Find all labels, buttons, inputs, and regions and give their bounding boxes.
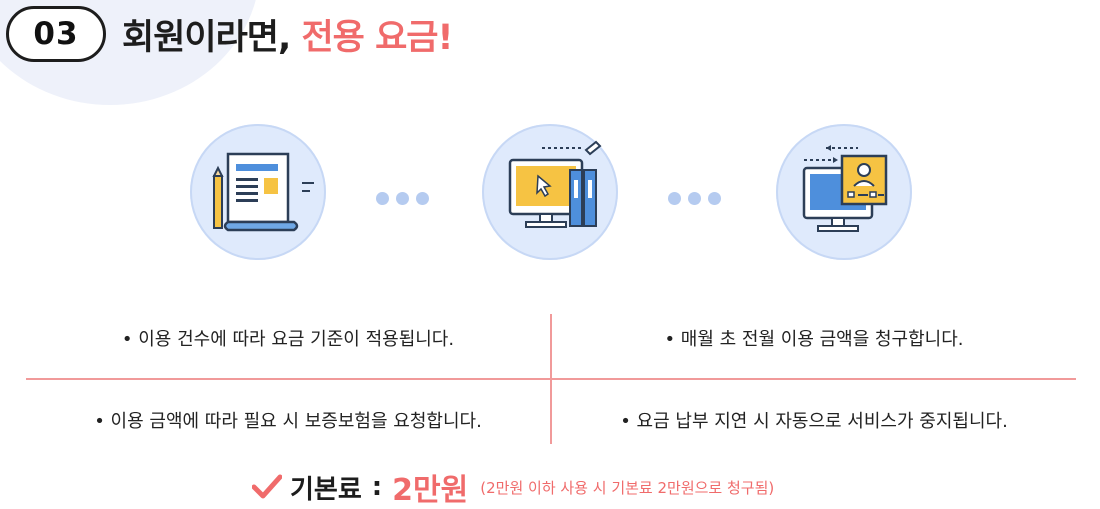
monitor-profile-icon <box>802 145 888 232</box>
step-connector-dots <box>376 192 429 205</box>
base-fee-colon: : <box>371 472 383 502</box>
terms-horizontal-divider <box>26 378 1076 380</box>
section-title: 회원이라면, 전용 요금! <box>122 9 453 60</box>
base-fee-row: 기본료 : 2만원 (2만원 이하 사용 시 기본료 2만원으로 청구됨) <box>252 470 775 508</box>
term-monthly-billing: • 매월 초 전월 이용 금액을 청구합니다. <box>664 329 964 350</box>
title-main: 회원이라면, <box>122 17 302 58</box>
title-accent: 전용 요금! <box>301 17 453 58</box>
base-fee-amount: 2만원 <box>392 473 469 508</box>
step-1-circle <box>190 124 326 260</box>
section-header: 03 회원이라면, 전용 요금! <box>6 4 453 64</box>
base-fee-label: 기본료 <box>290 474 362 505</box>
step-2-circle <box>482 124 618 260</box>
term-guarantee-insurance: • 이용 금액에 따라 필요 시 보증보험을 요청합니다. <box>94 411 482 432</box>
step-3-circle <box>776 124 912 260</box>
step-connector-dots <box>668 192 721 205</box>
monitor-binders-icon <box>508 140 602 228</box>
term-billing-basis: • 이용 건수에 따라 요금 기준이 적용됩니다. <box>121 329 455 350</box>
term-service-suspension: • 요금 납부 지연 시 자동으로 서비스가 중지됩니다. <box>620 411 1008 432</box>
checkmark-icon <box>252 474 282 499</box>
base-fee-note: (2만원 이하 사용 시 기본료 2만원으로 청구됨) <box>480 478 775 497</box>
document-pencil-icon <box>212 152 314 232</box>
step-number-badge: 03 <box>6 6 106 62</box>
